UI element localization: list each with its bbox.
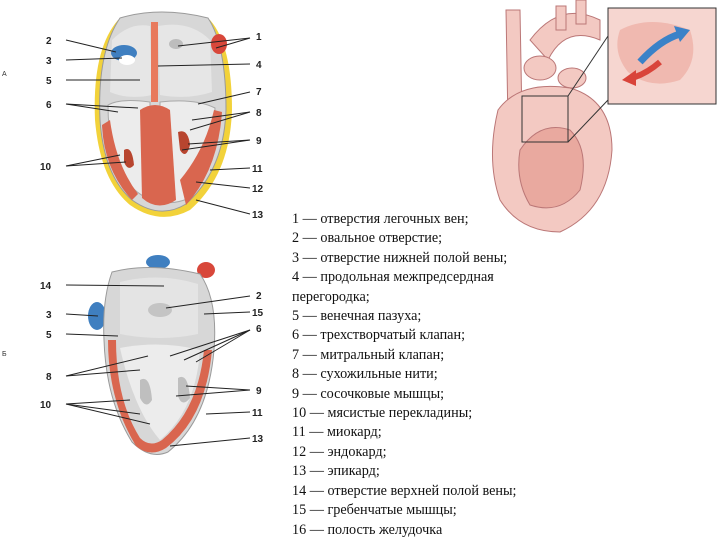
legend-item: 15 — гребенчатые мышцы; — [292, 501, 712, 520]
legend-item: 13 — эпикард; — [292, 462, 712, 481]
legend-item: 12 — эндокард; — [292, 443, 712, 462]
label-9: 9 — [256, 386, 262, 397]
label-6: 6 — [256, 324, 262, 335]
legend-item: 2 — овальное отверстие; — [292, 229, 712, 248]
label-2: 2 — [46, 36, 52, 47]
legend-item: 16 — полость желудочка — [292, 521, 712, 540]
label-13: 13 — [252, 434, 264, 445]
label-8: 8 — [46, 372, 52, 383]
legend-item: 8 — сухожильные нити; — [292, 365, 712, 384]
legend-item: 4 — продольная межпредсердная — [292, 268, 712, 287]
legend-item: 6 — трехстворчатый клапан; — [292, 326, 712, 345]
zoom-connector — [568, 36, 608, 96]
label-3: 3 — [46, 310, 52, 321]
label-2: 2 — [256, 291, 262, 302]
label-5: 5 — [46, 330, 52, 341]
label-11: 11 — [252, 408, 263, 419]
interatrial-septum — [151, 22, 158, 102]
pulmonary-artery — [558, 68, 586, 88]
label-11: 11 — [252, 164, 263, 175]
top-heart-section: А — [2, 12, 264, 221]
legend-item: 1 — отверстия легочных вен; — [292, 210, 712, 229]
vein-hole — [119, 55, 135, 65]
legend-item: 3 — отверстие нижней полой вены; — [292, 249, 712, 268]
legend-item: 14 — отверстие верхней полой вены; — [292, 482, 712, 501]
oval-foramen — [148, 303, 172, 317]
panel-letter-bottom: Б — [2, 351, 7, 358]
panel-letter-top: А — [2, 71, 7, 78]
label-9: 9 — [256, 136, 262, 147]
label-6: 6 — [46, 100, 52, 111]
label-10: 10 — [40, 400, 52, 411]
heart-overview-illustration — [492, 0, 716, 232]
aortic-branch — [556, 6, 566, 30]
label-1: 1 — [256, 32, 262, 43]
legend-item: перегородка; — [292, 288, 712, 307]
aortic-branch — [576, 0, 586, 24]
leader-line — [196, 200, 250, 214]
legend-item: 5 — венечная пазуха; — [292, 307, 712, 326]
pulmonary-vein-opening — [169, 39, 183, 49]
legend-item: 7 — митральный клапан; — [292, 346, 712, 365]
leader-line — [206, 412, 250, 414]
superior-vena-cava — [146, 255, 170, 269]
label-14: 14 — [40, 281, 52, 292]
legend-list: 1 — отверстия легочных вен; 2 — овальное… — [292, 210, 712, 540]
label-3: 3 — [46, 56, 52, 67]
legend-item: 11 — миокард; — [292, 423, 712, 442]
pulmonary-trunk — [524, 56, 556, 80]
left-atrium-cavity — [158, 25, 212, 97]
label-10: 10 — [40, 162, 52, 173]
legend-item: 10 — мясистые перекладины; — [292, 404, 712, 423]
bottom-heart-section: Б 14 3 5 8 — [2, 255, 264, 454]
pulmonary-vein-red — [211, 34, 227, 54]
label-5: 5 — [46, 76, 52, 87]
label-15: 15 — [252, 308, 264, 319]
opened-ventricle — [519, 128, 584, 208]
interventricular-septum — [140, 105, 176, 206]
label-8: 8 — [256, 108, 262, 119]
legend-item: 9 — сосочковые мышцы; — [292, 385, 712, 404]
label-7: 7 — [256, 87, 262, 98]
label-12: 12 — [252, 184, 264, 195]
label-13: 13 — [252, 210, 264, 221]
label-4: 4 — [256, 60, 262, 71]
